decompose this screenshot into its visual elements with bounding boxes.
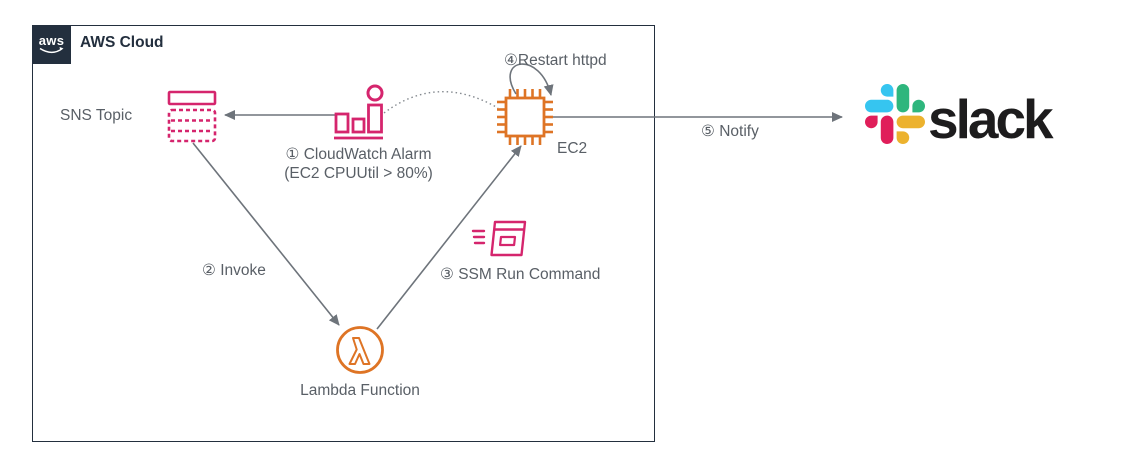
cloudwatch-alarm-label-line2: (EC2 CPUUtil > 80%) xyxy=(284,164,433,182)
aws-cloud-boundary xyxy=(32,25,655,442)
notify-label: ⑤ Notify xyxy=(701,123,759,140)
edge-invoke xyxy=(192,142,340,326)
aws-logo-icon: aws xyxy=(32,25,71,64)
slack-logo-icon xyxy=(865,84,925,144)
edge-ec2-metrics-dotted xyxy=(383,91,499,114)
lambda-label: Lambda Function xyxy=(300,382,420,399)
aws-cloud-label: AWS Cloud xyxy=(80,34,164,51)
edge-run-command xyxy=(376,145,522,330)
lambda-icon xyxy=(336,326,384,374)
ec2-label: EC2 xyxy=(557,140,588,157)
cloudwatch-alarm-icon xyxy=(334,84,384,140)
cloudwatch-alarm-label-line1: ① CloudWatch Alarm xyxy=(285,146,432,163)
cloudwatch-alarm-label: ① CloudWatch Alarm (EC2 CPUUtil > 80%) xyxy=(256,146,461,183)
aws-smile-icon xyxy=(39,46,63,53)
ssm-run-command-label: ③ SSM Run Command xyxy=(440,266,601,283)
restart-httpd-label: ④Restart httpd xyxy=(504,52,607,69)
sns-topic-icon xyxy=(167,90,217,143)
ec2-icon xyxy=(497,89,553,145)
edge-restart-self-loop xyxy=(509,63,554,96)
slack-wordmark: slack xyxy=(928,88,1054,150)
sns-topic-label: SNS Topic xyxy=(60,107,133,124)
aws-logo-text: aws xyxy=(38,32,65,48)
invoke-label: ② Invoke xyxy=(202,262,266,279)
ssm-run-command-icon xyxy=(471,220,527,257)
